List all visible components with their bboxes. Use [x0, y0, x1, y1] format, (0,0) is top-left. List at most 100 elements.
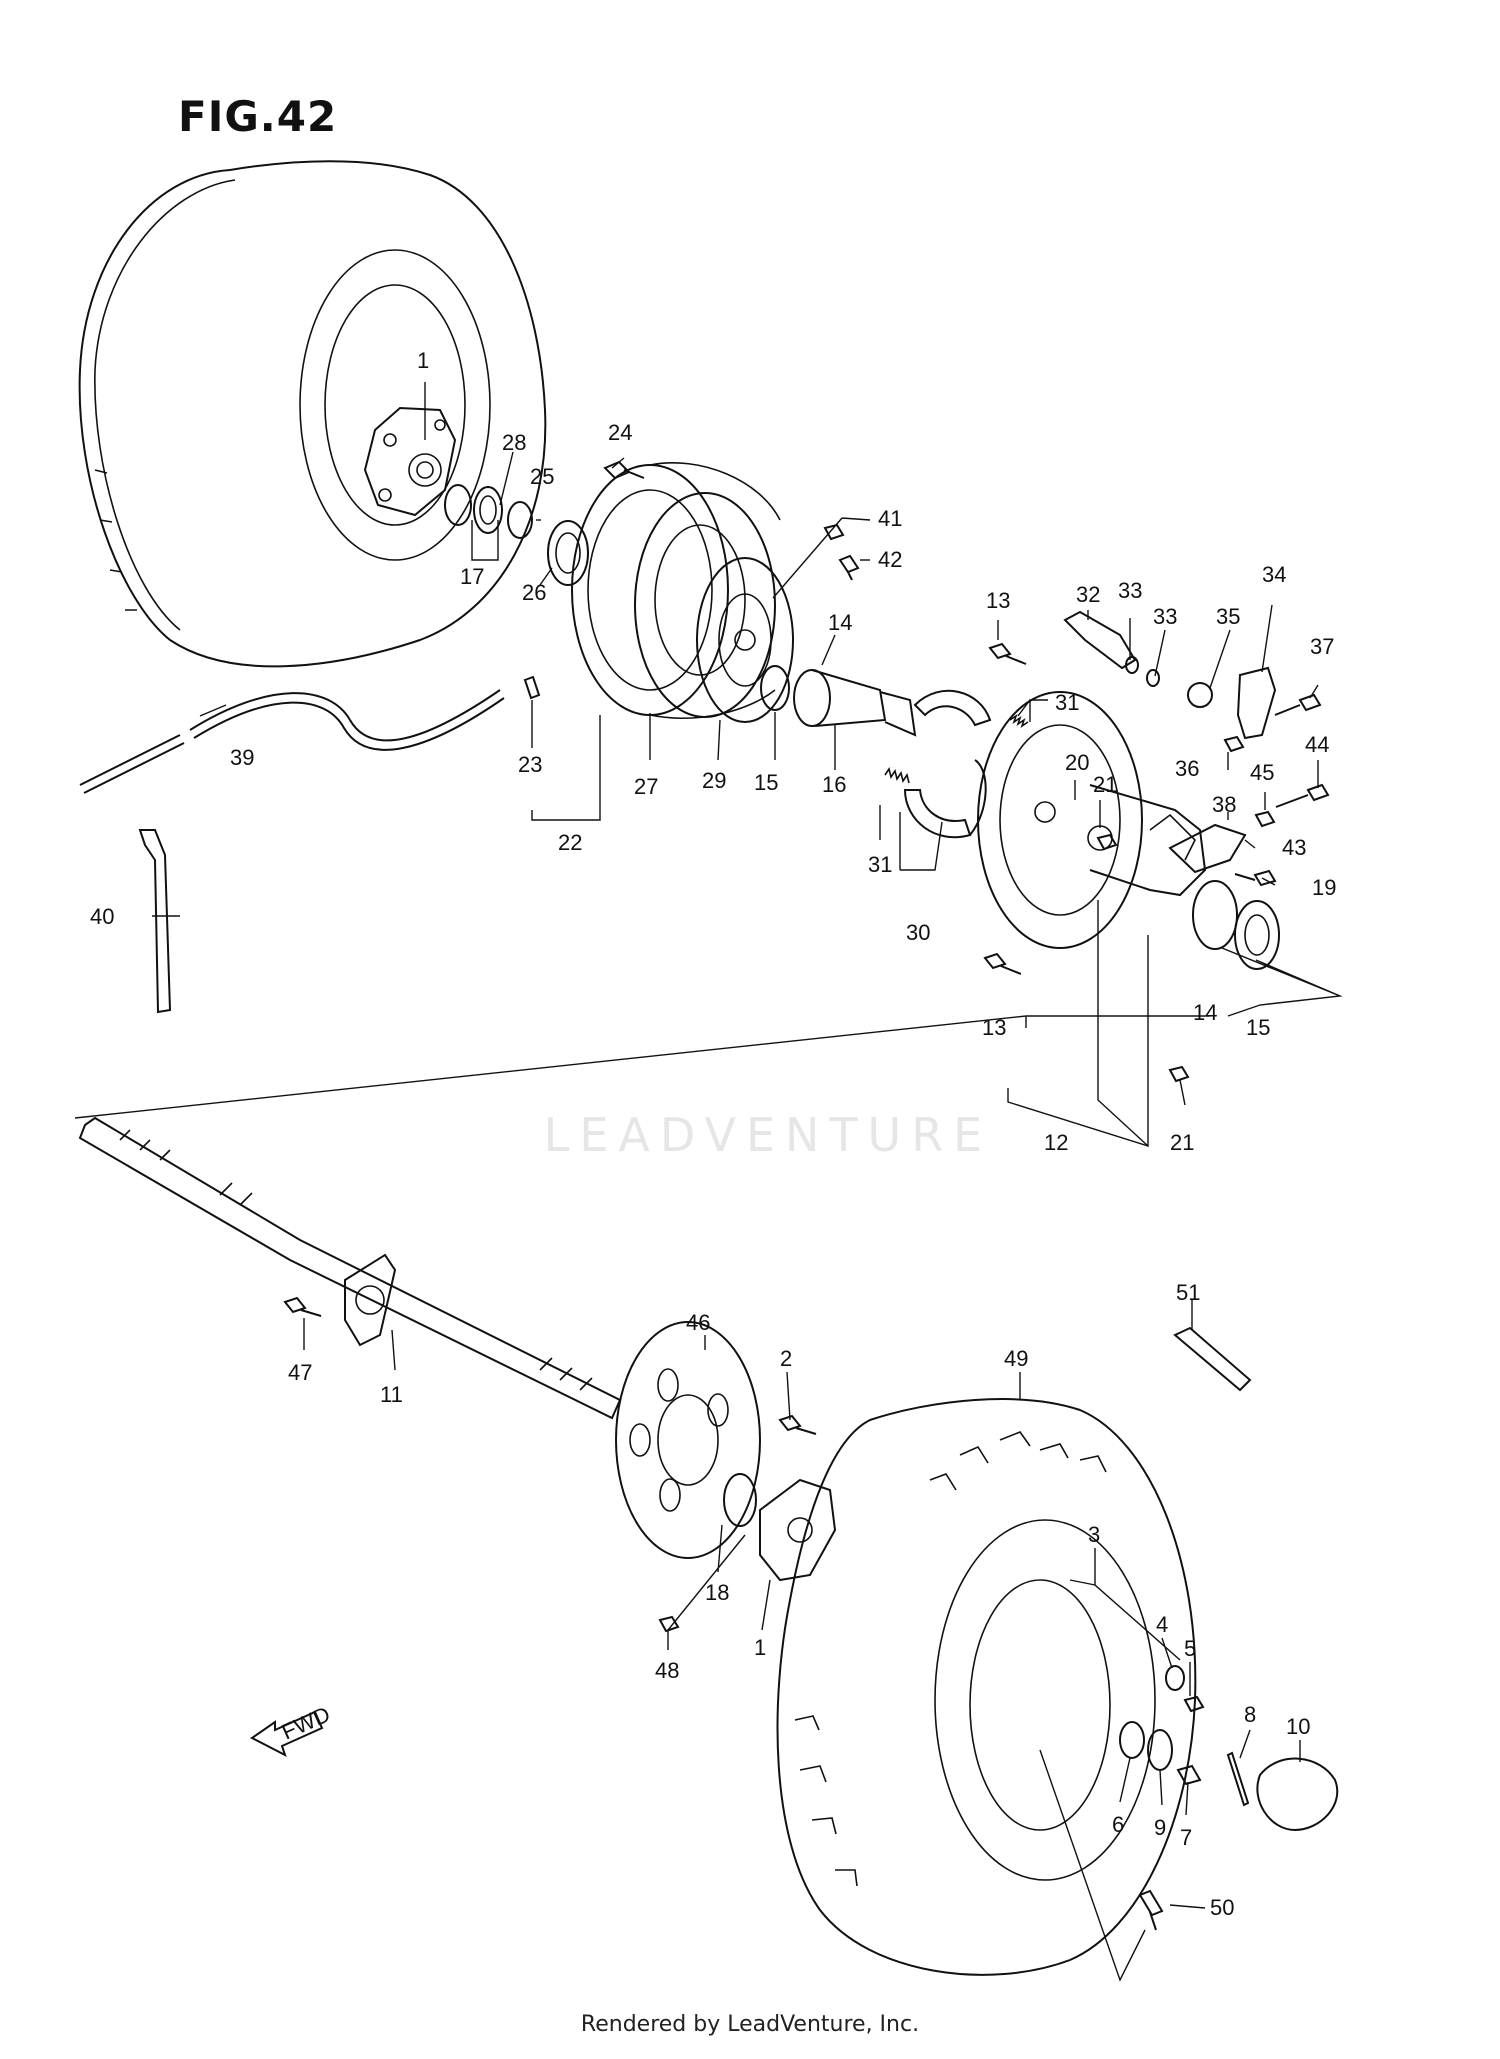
callout-9: 9 [1154, 1815, 1166, 1840]
callout-31: 31 [1055, 690, 1079, 715]
spacer-18 [723, 1473, 757, 1527]
bracket-43 [1168, 823, 1247, 874]
washer-33b [1146, 669, 1160, 687]
bolt-37 [1274, 693, 1322, 716]
callout-1: 1 [754, 1635, 766, 1660]
callout-47: 47 [288, 1360, 312, 1385]
callout-30: 30 [906, 920, 930, 945]
sprocket-46 [615, 1321, 761, 1559]
callout-48: 48 [655, 1658, 679, 1683]
wheel-hub-1 [363, 406, 457, 517]
pin-23 [523, 675, 541, 700]
bearing-stack-upper [444, 484, 589, 586]
callout-31: 31 [868, 852, 892, 877]
spring-35 [1187, 682, 1213, 708]
callout-36: 36 [1175, 756, 1199, 781]
cam-32 [1063, 610, 1137, 670]
nut-45 [1254, 810, 1276, 828]
callout-41: 41 [878, 506, 902, 531]
spring-31-lower [884, 767, 910, 784]
callout-24: 24 [608, 420, 632, 445]
callout-37: 37 [1310, 634, 1334, 659]
nut-48 [658, 1615, 680, 1633]
callout-25: 25 [530, 464, 554, 489]
nut-5 [1183, 1695, 1205, 1713]
callout-34: 34 [1262, 562, 1286, 587]
callout-32: 32 [1076, 582, 1100, 607]
callout-27: 27 [634, 774, 658, 799]
nut-36 [1223, 735, 1245, 753]
bolt-2 [778, 1414, 817, 1435]
callout-44: 44 [1305, 732, 1329, 757]
callout-8: 8 [1244, 1702, 1256, 1727]
rear-tire-right [776, 1398, 1197, 1976]
wrench-40 [138, 829, 172, 1014]
callout-33: 33 [1118, 578, 1142, 603]
callout-7: 7 [1180, 1825, 1192, 1850]
callout-22: 22 [558, 830, 582, 855]
footer-credit: Rendered by LeadVenture, Inc. [580, 2012, 920, 2037]
brake-drum-assembly [571, 461, 794, 723]
fitting-41 [823, 523, 845, 541]
fwd-label: FWD [278, 1701, 334, 1744]
callout-39: 39 [230, 745, 254, 770]
callout-43: 43 [1282, 835, 1306, 860]
callout-26: 26 [522, 580, 546, 605]
nut-21-lower [1168, 1065, 1190, 1083]
callout-13: 13 [986, 588, 1010, 613]
spring-31-upper [1009, 714, 1029, 728]
brake-shoes-30 [903, 689, 992, 839]
callout-12: 12 [1044, 1130, 1068, 1155]
callout-19: 19 [1312, 875, 1336, 900]
fwd-arrow: FWD [250, 1701, 334, 1758]
arm-34 [1236, 666, 1277, 740]
figure-title: FIG.42 [178, 92, 338, 141]
callout-16: 16 [822, 772, 846, 797]
callout-23: 23 [518, 752, 542, 777]
shaft-16 [760, 665, 917, 737]
callout-15: 15 [1246, 1015, 1270, 1040]
callout-33: 33 [1153, 604, 1177, 629]
callout-49: 49 [1004, 1346, 1028, 1371]
callout-17: 17 [460, 564, 484, 589]
washer-6 [1119, 1721, 1145, 1759]
axle-housing [1089, 784, 1280, 970]
rear-tire-left [78, 160, 547, 668]
bolt-19 [1234, 869, 1277, 887]
callout-50: 50 [1210, 1895, 1234, 1920]
callout-15: 15 [754, 770, 778, 795]
callout-20: 20 [1065, 750, 1089, 775]
valve-50 [1138, 1889, 1164, 1931]
castle-nut-7 [1176, 1764, 1202, 1786]
callout-51: 51 [1176, 1280, 1200, 1305]
pin-51 [1173, 1326, 1252, 1392]
callout-labels: 1 28 25 17 26 24 41 42 13 32 33 33 35 34… [90, 348, 1336, 1920]
callout-29: 29 [702, 768, 726, 793]
callout-45: 45 [1250, 760, 1274, 785]
washer-33a [1125, 656, 1139, 674]
hub-cap-10 [1256, 1757, 1339, 1832]
cotter-pin-8 [1226, 1751, 1250, 1807]
callout-14: 14 [1193, 1000, 1217, 1025]
callout-5: 5 [1184, 1636, 1196, 1661]
callout-2: 2 [780, 1346, 792, 1371]
callout-18: 18 [705, 1580, 729, 1605]
callout-4: 4 [1156, 1612, 1168, 1637]
hub-1-lower [759, 1478, 837, 1582]
bolt-13-upper [988, 642, 1027, 665]
callout-40: 40 [90, 904, 114, 929]
callout-13: 13 [982, 1015, 1006, 1040]
leader-lines [74, 382, 1343, 1982]
callout-35: 35 [1216, 604, 1240, 629]
callout-1: 1 [417, 348, 429, 373]
callout-42: 42 [878, 547, 902, 572]
tube-39 [79, 689, 505, 794]
callout-21: 21 [1170, 1130, 1194, 1155]
nut-21-upper [1096, 833, 1118, 851]
bolt-44 [1275, 783, 1330, 808]
callout-6: 6 [1112, 1812, 1124, 1837]
bolt-24 [603, 460, 645, 480]
callout-38: 38 [1212, 792, 1236, 817]
callout-10: 10 [1286, 1714, 1310, 1739]
